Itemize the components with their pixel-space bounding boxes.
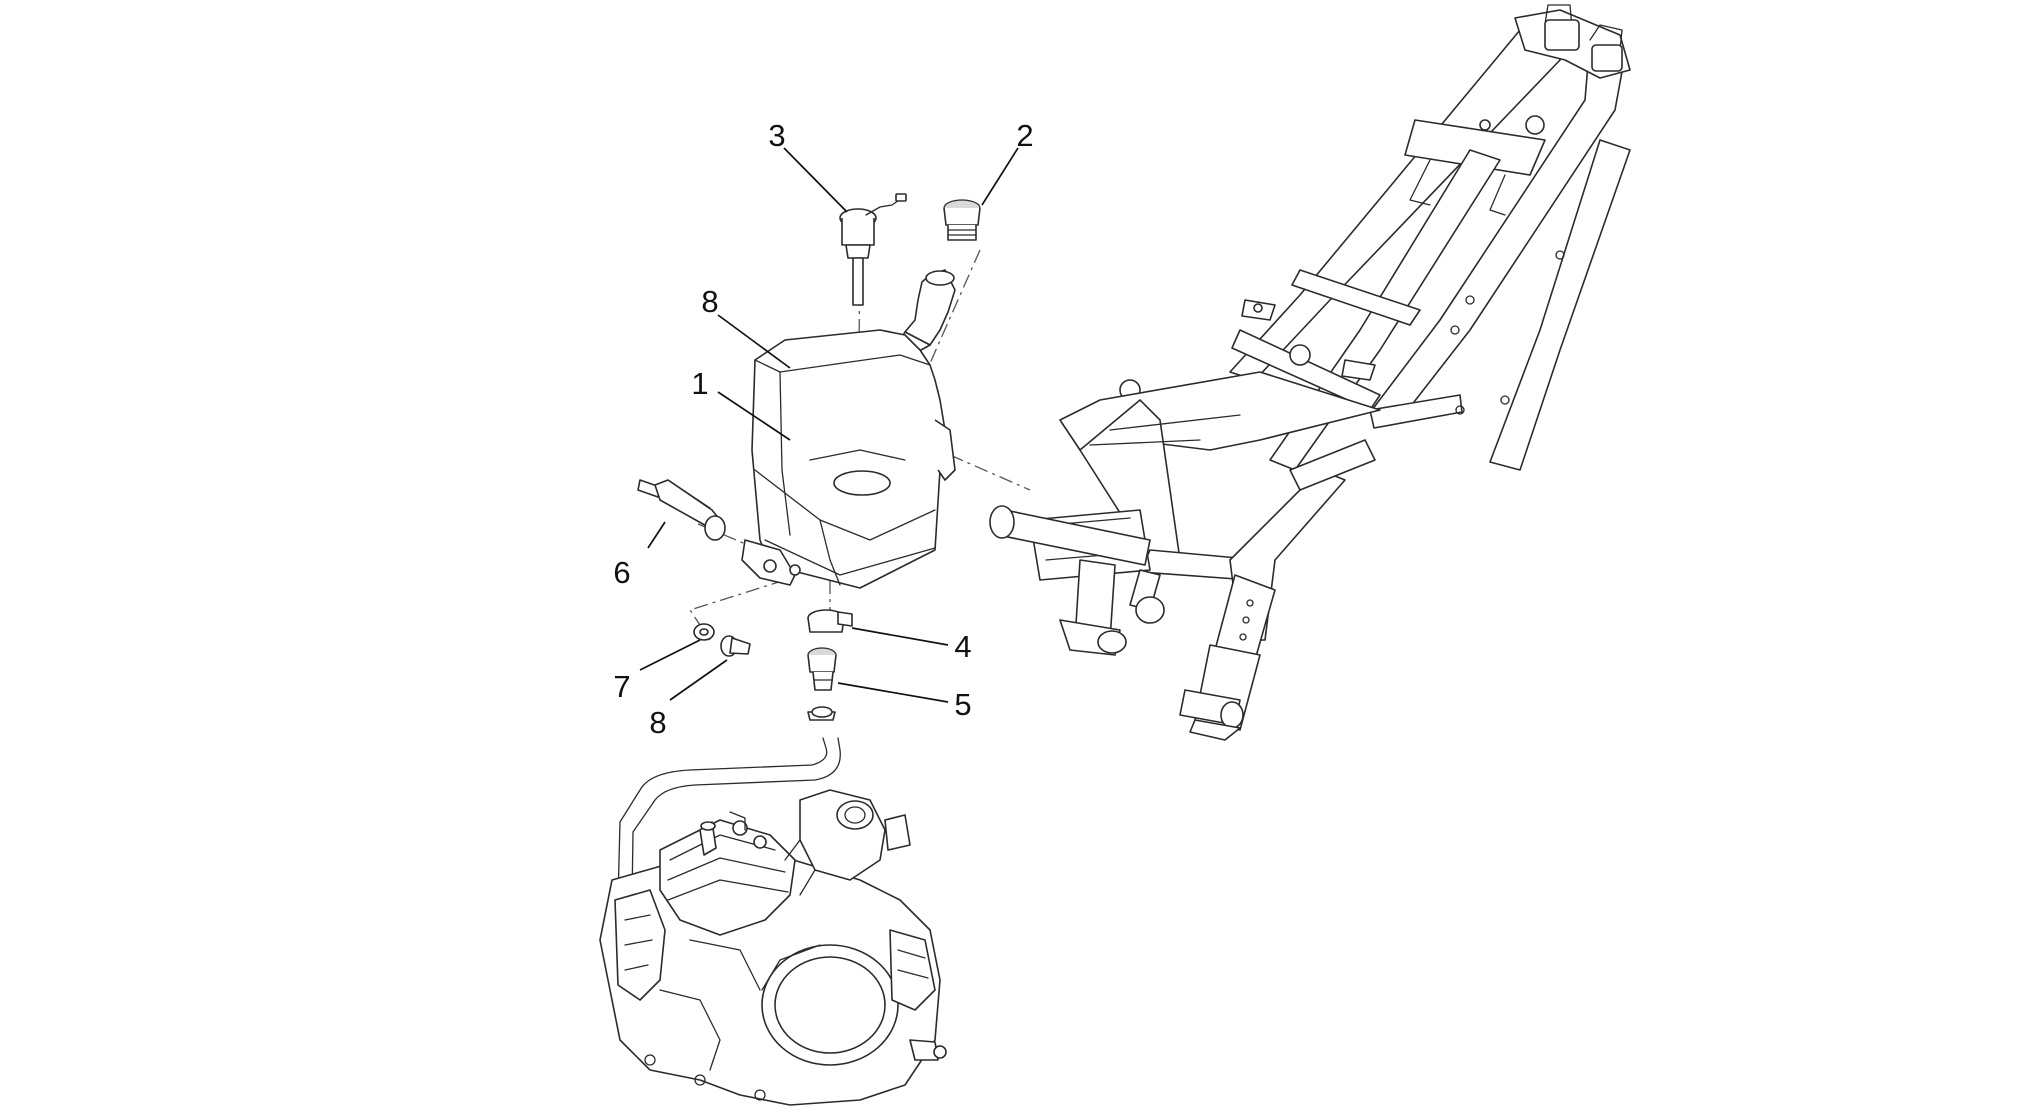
callout-2: 2	[1016, 118, 1033, 153]
bolt-part-8-lower	[720, 635, 751, 657]
callout-leaders	[639, 147, 1019, 703]
callout-8-lower: 8	[649, 705, 666, 740]
callout-labels: 1 2 3 4 5 6 7 8 8	[613, 118, 1033, 740]
oil-hose	[617, 737, 841, 901]
rubber-mount-part-6	[637, 479, 726, 541]
level-sensor-part-3	[839, 193, 907, 306]
filler-cap-part-2	[943, 199, 981, 241]
callout-1: 1	[691, 366, 708, 401]
engine-assembly	[599, 789, 947, 1106]
fitting-part-5	[807, 647, 837, 721]
washer-part-7	[693, 623, 715, 641]
callout-7: 7	[613, 669, 630, 704]
callout-3: 3	[768, 118, 785, 153]
hose-clamp-part-4	[807, 609, 853, 633]
callout-6: 6	[613, 555, 630, 590]
callout-5: 5	[954, 687, 971, 722]
oil-tank-part-1	[741, 269, 956, 589]
motorcycle-frame	[989, 4, 1631, 741]
callout-8-upper: 8	[701, 284, 718, 319]
callout-4: 4	[954, 629, 971, 664]
